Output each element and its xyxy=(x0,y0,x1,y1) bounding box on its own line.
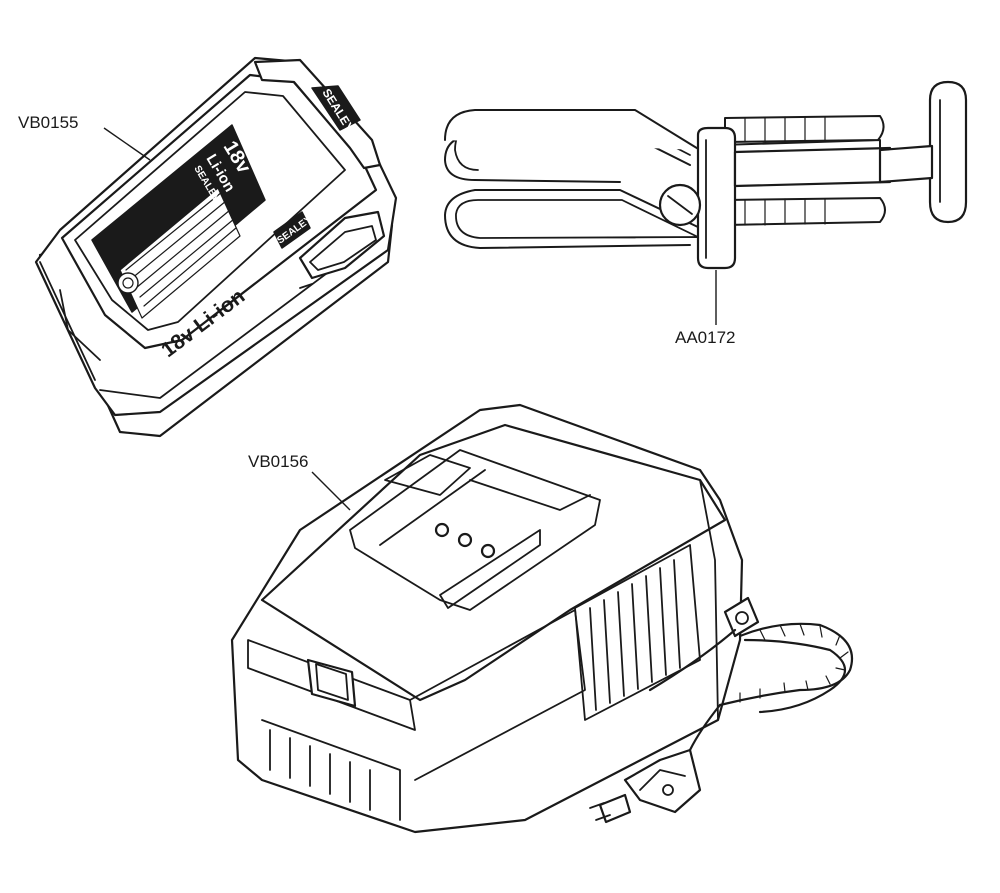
part-callout-bracket: AA0172 xyxy=(675,270,736,347)
charger xyxy=(230,403,854,834)
part-code-label: VB0156 xyxy=(248,452,309,471)
part-callout-charger: VB0156 xyxy=(248,452,351,511)
part-code-label: VB0155 xyxy=(18,113,79,132)
part-code-label: AA0172 xyxy=(675,328,736,347)
part-callout-battery: VB0155 xyxy=(18,113,151,161)
wall-bracket xyxy=(444,80,968,270)
battery-pack: SEALEY 18v Li-ion SEALEY 18v Li-ion SEAL… xyxy=(34,56,398,438)
